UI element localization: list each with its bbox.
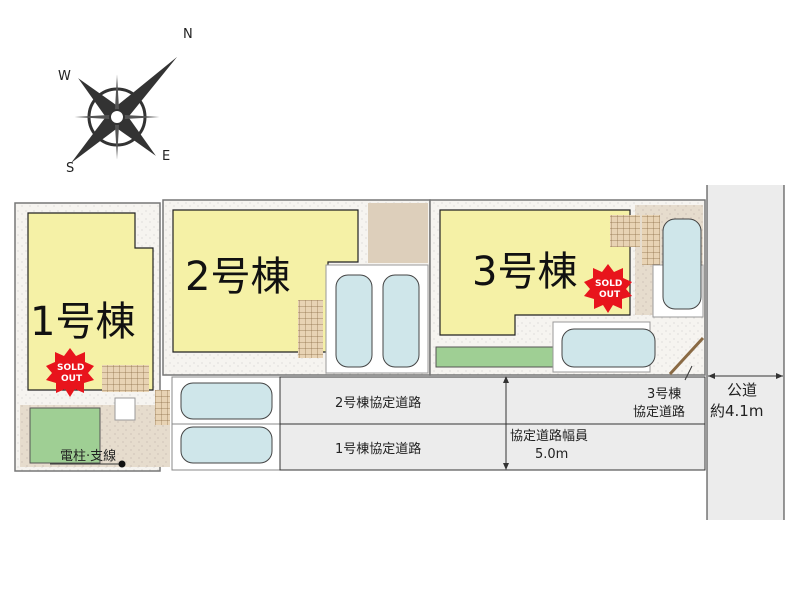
- garden-3: [435, 346, 555, 368]
- utility-pole-icon: [118, 460, 126, 468]
- garden-1: [29, 407, 101, 464]
- building-1: [27, 212, 154, 391]
- compass-e: E: [162, 149, 170, 164]
- lot3-road-label-2: 協定道路: [633, 404, 685, 420]
- car: [662, 218, 702, 310]
- lot3-road-label-1: 3号棟: [647, 387, 681, 402]
- building-3: [439, 209, 631, 336]
- car: [382, 274, 420, 368]
- compass-n: N: [183, 27, 193, 42]
- compass-w: W: [58, 69, 71, 84]
- public-road-width: 約4.1m: [710, 402, 763, 420]
- public-road-label: 公道: [727, 381, 757, 399]
- svg-text:SOLD: SOLD: [595, 279, 622, 289]
- utility-pole-label: 電柱·支線: [60, 448, 116, 464]
- lot2-road-label: 2号棟協定道路: [335, 395, 421, 411]
- svg-text:OUT: OUT: [599, 290, 621, 300]
- compass-s: S: [66, 161, 74, 176]
- svg-text:SOLD: SOLD: [57, 363, 84, 373]
- building-3-label: 3号棟: [472, 249, 577, 295]
- road-width-label: 協定道路幅員: [510, 428, 588, 444]
- road-width-value: 5.0m: [535, 447, 568, 462]
- building-2-label: 2号棟: [185, 254, 290, 300]
- lot1-road-label: 1号棟協定道路: [335, 441, 421, 457]
- compass: [71, 56, 178, 163]
- svg-text:OUT: OUT: [61, 374, 83, 384]
- building-1-label: 1号棟: [30, 299, 135, 345]
- car: [335, 274, 373, 368]
- car: [561, 328, 656, 368]
- car: [180, 426, 273, 464]
- public-road: [707, 185, 784, 520]
- lot-1: [14, 202, 170, 472]
- car: [180, 382, 273, 420]
